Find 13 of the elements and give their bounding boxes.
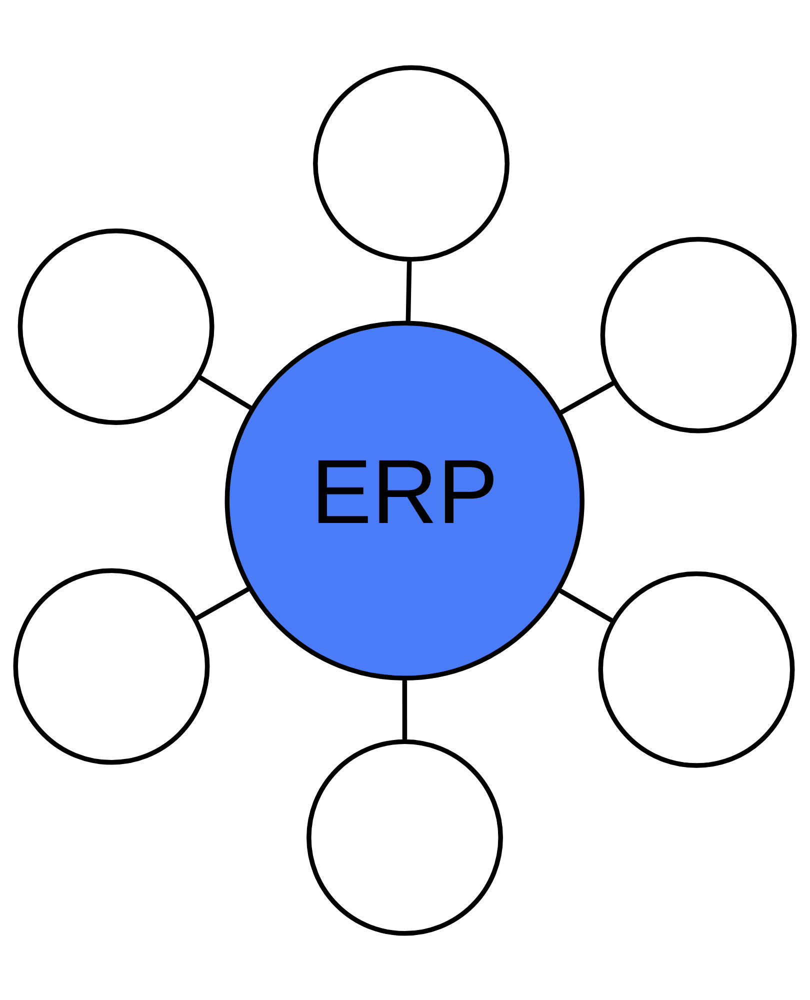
node-circle: ERP: [224, 320, 584, 680]
node-circle: [600, 236, 797, 433]
connector: [194, 586, 251, 621]
node-circle: [13, 568, 210, 764]
node-circle: [313, 64, 510, 262]
node-circle: [306, 738, 503, 936]
connector: [558, 380, 616, 416]
connector: [197, 374, 254, 410]
connector: [406, 259, 412, 323]
node-circle: [598, 570, 795, 768]
node-circle: [18, 228, 214, 424]
connector: [557, 587, 614, 624]
connector: [402, 678, 408, 740]
